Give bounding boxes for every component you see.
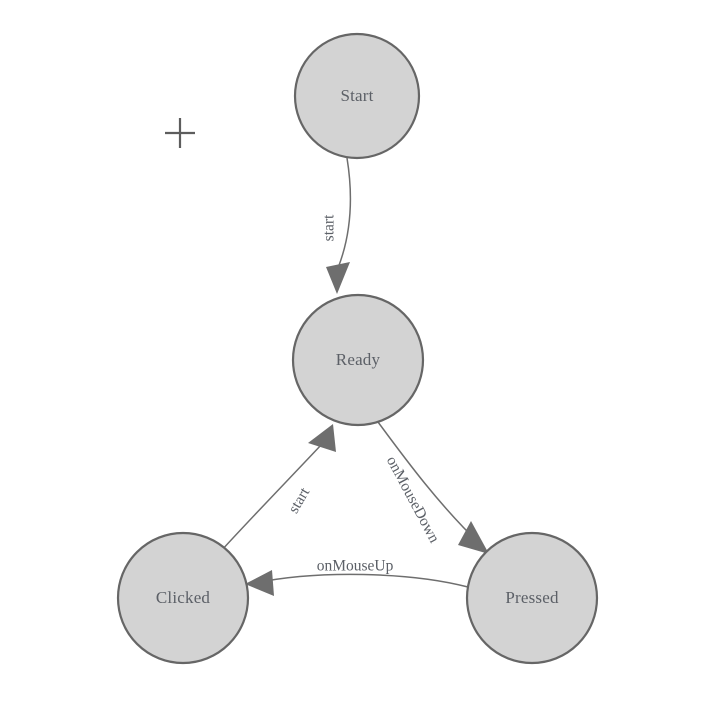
edge-clicked-to-ready[interactable]: start — [220, 424, 336, 552]
arrowhead-into-ready-top — [326, 262, 350, 294]
edge-label-clicked-to-ready: start — [285, 484, 313, 516]
node-clicked[interactable]: Clicked — [116, 531, 250, 665]
node-ready-circle[interactable] — [291, 293, 425, 427]
node-clicked-circle[interactable] — [116, 531, 250, 665]
crosshair-icon[interactable] — [165, 118, 195, 148]
node-pressed-label: Pressed — [505, 588, 559, 607]
edge-label-start-to-ready: start — [321, 214, 338, 241]
edge-pressed-to-clicked[interactable]: onMouseUp — [245, 558, 469, 596]
arrowhead-into-clicked — [245, 570, 274, 596]
edge-path-start-to-ready — [337, 157, 352, 269]
arrowhead-into-pressed — [458, 521, 489, 554]
edge-start-to-ready[interactable]: start — [321, 157, 352, 294]
node-clicked-label: Clicked — [156, 588, 211, 607]
node-start[interactable]: Start — [293, 32, 421, 160]
node-ready-label: Ready — [336, 350, 381, 369]
node-pressed[interactable]: Pressed — [465, 531, 599, 665]
edge-ready-to-pressed[interactable]: onMouseDown — [377, 421, 489, 554]
node-pressed-circle[interactable] — [465, 531, 599, 665]
arrowhead-into-ready-bottom — [308, 424, 336, 452]
node-start-label: Start — [340, 86, 373, 105]
edge-path-pressed-to-clicked — [254, 573, 469, 588]
node-start-circle[interactable] — [293, 32, 421, 160]
edge-label-pressed-to-clicked: onMouseUp — [317, 558, 394, 575]
edge-path-clicked-to-ready — [220, 443, 323, 552]
node-ready[interactable]: Ready — [291, 293, 425, 427]
